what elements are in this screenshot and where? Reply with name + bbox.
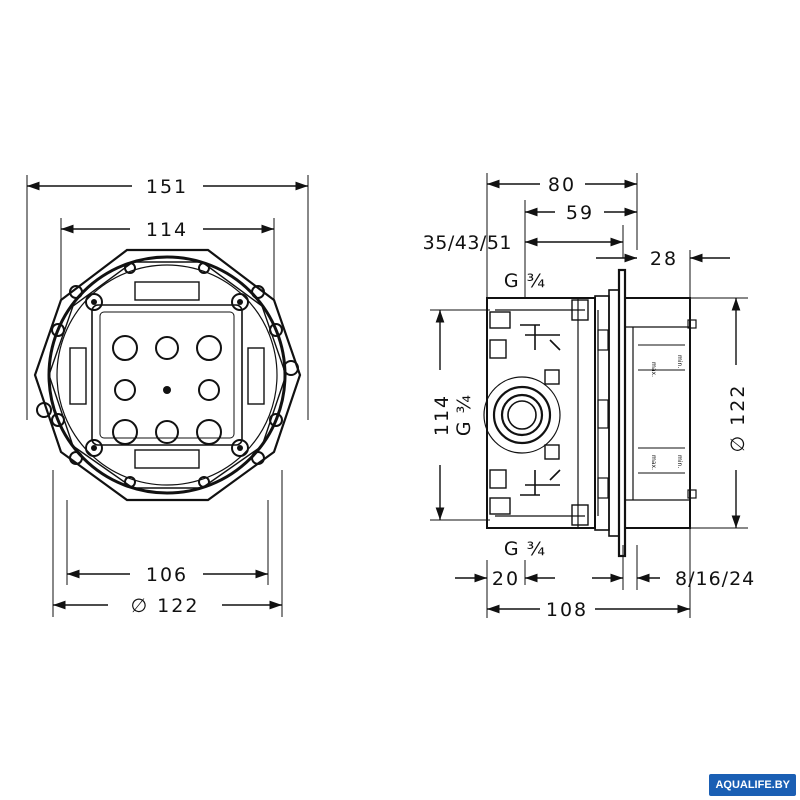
front-screws [36,262,299,488]
dim-side-plate-range: 8/16/24 [675,568,755,590]
dim-side-59: 59 [566,202,594,224]
dim-front-114: 114 [146,219,188,241]
dim-side-diameter: ∅ 122 [727,384,749,453]
dim-side-108: 108 [546,599,588,621]
dim-side-range: 35/43/51 [423,232,512,254]
max-label-bottom: max. [650,455,657,470]
dim-front-106: 106 [146,564,188,586]
dim-front-151: 151 [146,176,188,198]
dim-side-114: 114 [431,394,453,436]
side-port [483,376,561,454]
dim-front-diameter: ∅ 122 [131,595,200,617]
thread-top-label: G ¾ [504,270,546,292]
side-view: 80 59 35/43/51 28 G ¾ G ¾ G ¾ 114 ∅ 122 … [423,173,755,621]
dim-side-20: 20 [492,568,520,590]
watermark-badge: AQUALIFE.BY [709,774,796,796]
max-label-top: max. [650,362,657,377]
front-view: 151 114 106 ∅ 122 [26,175,309,617]
dim-side-80: 80 [548,174,576,196]
min-label-top: min. [676,355,683,368]
min-label-bottom: min. [676,455,683,468]
thread-side-label: G ¾ [453,394,475,436]
thread-bottom-label: G ¾ [504,538,546,560]
front-holes [112,335,222,445]
dim-side-28: 28 [650,248,678,270]
